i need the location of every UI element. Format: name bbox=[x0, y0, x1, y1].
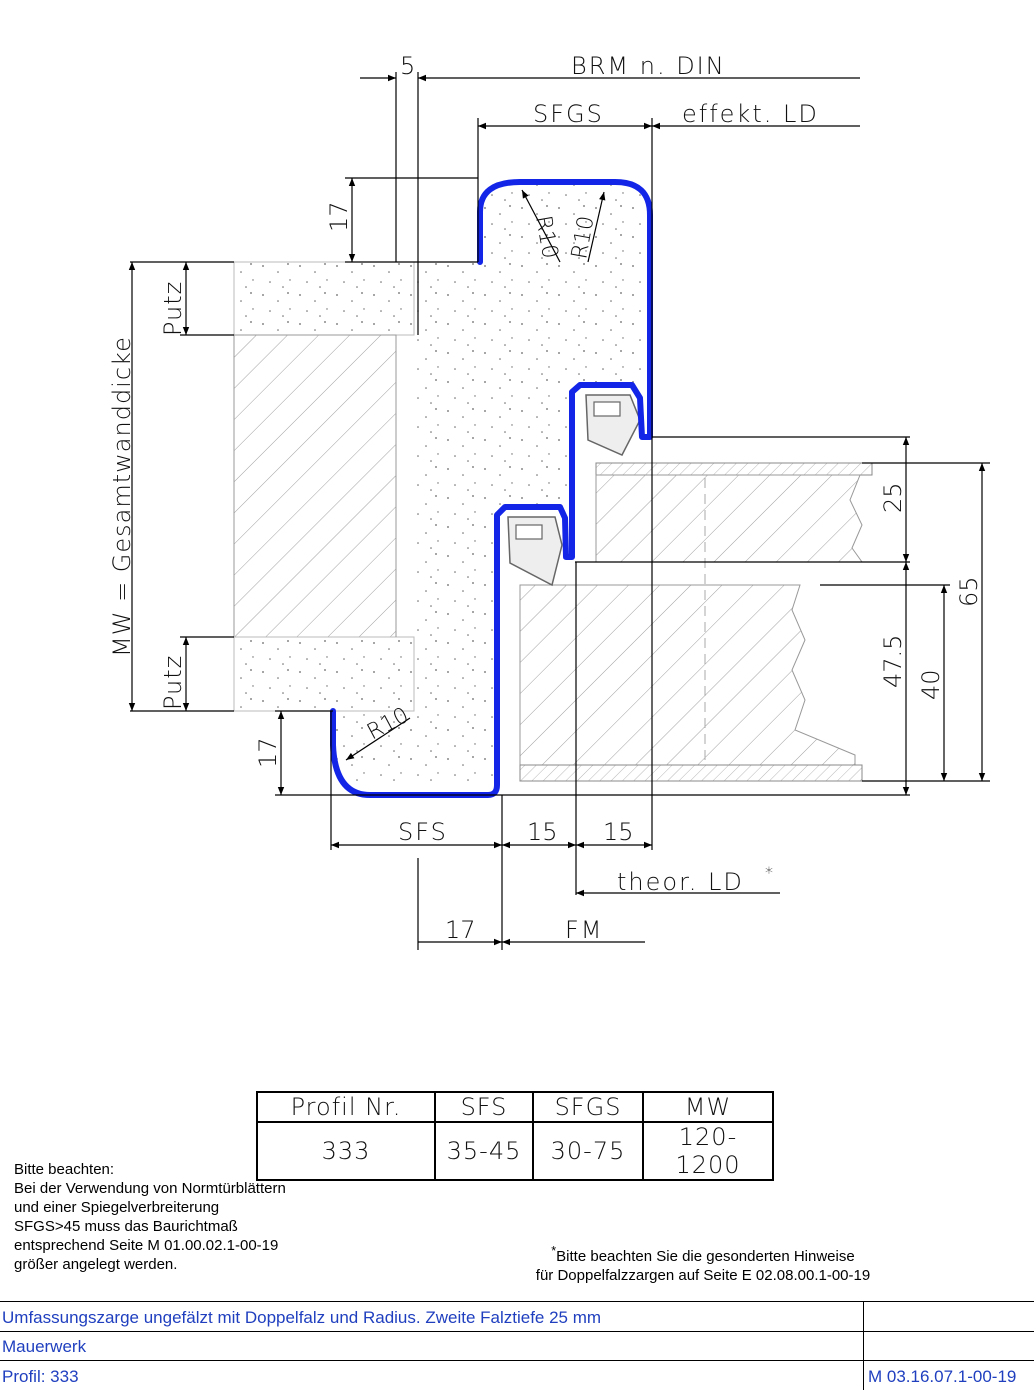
title-row-border bbox=[0, 1331, 1034, 1332]
dim-47-5: 47.5 bbox=[879, 635, 907, 688]
plaster-top bbox=[233, 261, 415, 336]
dim-effekt-ld: effekt. LD bbox=[682, 100, 819, 128]
cell-mw: 120-1200 bbox=[642, 1121, 774, 1181]
mortar-fill bbox=[335, 182, 650, 785]
note-line: größer angelegt werden. bbox=[14, 1256, 178, 1273]
dim-brm: BRM n. DIN bbox=[571, 52, 726, 80]
door-leaf bbox=[519, 462, 873, 782]
title-doc-number: M 03.16.07.1-00-19 bbox=[868, 1367, 1017, 1386]
title-block: Umfassungszarge ungefälzt mit Doppelfalz… bbox=[0, 1301, 1034, 1390]
note-line: *Bitte beachten Sie die gesonderten Hinw… bbox=[508, 1242, 898, 1266]
dim-25: 25 bbox=[879, 482, 907, 513]
title-block-divider bbox=[863, 1301, 864, 1390]
profile-table-row: 333 35-45 30-75 120-1200 bbox=[256, 1121, 774, 1181]
dim-mw-label: MW = Gesamtwanddicke bbox=[108, 336, 136, 657]
dim-fm: FM bbox=[565, 916, 604, 944]
dim-sfs: SFS bbox=[398, 818, 448, 846]
profile-table: Profil Nr. SFS SFGS MW 333 35-45 30-75 1… bbox=[256, 1091, 774, 1181]
note-line: entsprechend Seite M 01.00.02.1-00-19 bbox=[14, 1237, 279, 1254]
cell-profil-nr: 333 bbox=[256, 1121, 436, 1181]
note-line: und einer Spiegelverbreiterung bbox=[14, 1199, 220, 1216]
gaskets bbox=[507, 394, 641, 587]
note-line: SFGS>45 muss das Baurichtmaß bbox=[14, 1218, 238, 1235]
dim-5: 5 bbox=[400, 52, 415, 80]
note-doppelfalz: *Bitte beachten Sie die gesonderten Hinw… bbox=[508, 1242, 898, 1285]
profile-table-header: Profil Nr. SFS SFGS MW bbox=[256, 1091, 774, 1123]
wall-section bbox=[233, 261, 415, 712]
profile-section-drawing: 5 BRM n. DIN SFGS effekt. LD 17 Putz MW … bbox=[108, 52, 990, 950]
dim-65: 65 bbox=[955, 576, 983, 607]
note-line: Bei der Verwendung von Normtürblättern bbox=[14, 1180, 286, 1197]
dim-17-fm: 17 bbox=[445, 916, 476, 944]
header-sfgs: SFGS bbox=[532, 1091, 644, 1123]
dim-putz-top: Putz bbox=[159, 281, 187, 336]
header-mw: MW bbox=[642, 1091, 774, 1123]
dim-15-b: 15 bbox=[603, 818, 634, 846]
cell-sfgs: 30-75 bbox=[532, 1121, 644, 1181]
title-wall-type: Mauerwerk bbox=[2, 1337, 87, 1356]
note-line: Bitte beachten: bbox=[14, 1161, 115, 1178]
plaster-bottom bbox=[233, 636, 415, 712]
note-text: Bitte beachten Sie die gesonderten Hinwe… bbox=[556, 1248, 855, 1265]
dimension-lines bbox=[128, 74, 986, 946]
title-description: Umfassungszarge ungefälzt mit Doppelfalz… bbox=[2, 1308, 602, 1327]
dim-sfgs: SFGS bbox=[533, 100, 604, 128]
header-profil-nr: Profil Nr. bbox=[256, 1091, 436, 1123]
cell-sfs: 35-45 bbox=[434, 1121, 534, 1181]
dimension-labels: 5 BRM n. DIN SFGS effekt. LD 17 Putz MW … bbox=[108, 52, 983, 944]
dim-theor-ld-star: * bbox=[765, 863, 773, 882]
note-asterisk: * bbox=[551, 1244, 557, 1258]
title-row-border bbox=[0, 1301, 1034, 1302]
note-line: für Doppelfalzzargen auf Seite E 02.08.0… bbox=[535, 1267, 871, 1284]
extension-lines bbox=[130, 72, 990, 950]
frame-profile bbox=[330, 179, 653, 798]
dim-17-bottom: 17 bbox=[254, 737, 282, 768]
header-sfs: SFS bbox=[434, 1091, 534, 1123]
dim-theor-ld: theor. LD bbox=[617, 868, 744, 896]
dim-40: 40 bbox=[917, 669, 945, 700]
title-row-border bbox=[0, 1360, 1034, 1361]
dim-putz-bottom: Putz bbox=[159, 655, 187, 710]
note-normtuerblatt: Bitte beachten: Bei der Verwendung von N… bbox=[14, 1160, 286, 1274]
masonry bbox=[233, 334, 397, 638]
dim-17-top: 17 bbox=[325, 201, 353, 232]
dim-15-a: 15 bbox=[527, 818, 558, 846]
title-profile: Profil: 333 bbox=[2, 1367, 79, 1386]
